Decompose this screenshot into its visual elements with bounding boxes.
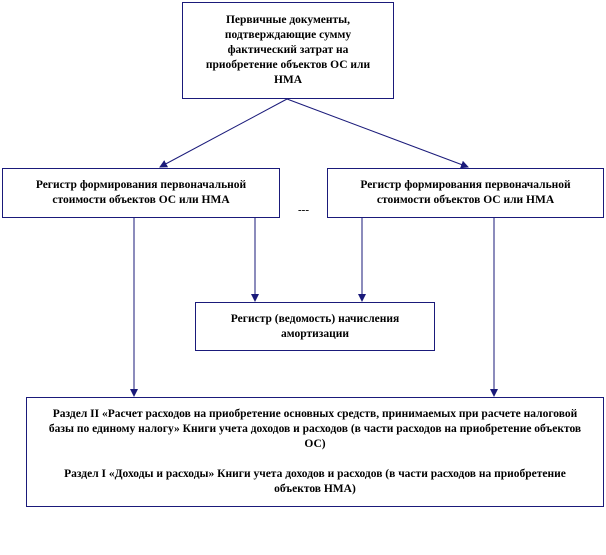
register-left-box: Регистр формирования первоначальной стои…: [2, 168, 280, 218]
arrow-top-to-right: [286, 98, 469, 169]
primary-documents-box: Первичные документы, подтверждающие сумм…: [182, 2, 394, 99]
book-section-2-text: Раздел II «Расчет расходов на приобретен…: [48, 408, 582, 450]
register-left-text: Регистр формирования первоначальной стои…: [35, 179, 247, 206]
depreciation-register-box: Регистр (ведомость) начисления амортизац…: [195, 302, 435, 351]
income-expense-book-box: Раздел II «Расчет расходов на приобретен…: [26, 397, 604, 507]
arrow-top-to-left: [159, 98, 288, 168]
book-section-1-text: Раздел I «Доходы и расходы» Книги учета …: [64, 468, 566, 495]
ellipsis-marker: ---: [298, 204, 309, 216]
register-right-text: Регистр формирования первоначальной стои…: [360, 179, 571, 206]
depreciation-register-text: Регистр (ведомость) начисления амортизац…: [230, 312, 400, 340]
primary-documents-text: Первичные документы, подтверждающие сумм…: [205, 14, 371, 86]
register-right-box: Регистр формирования первоначальной стои…: [327, 168, 604, 218]
